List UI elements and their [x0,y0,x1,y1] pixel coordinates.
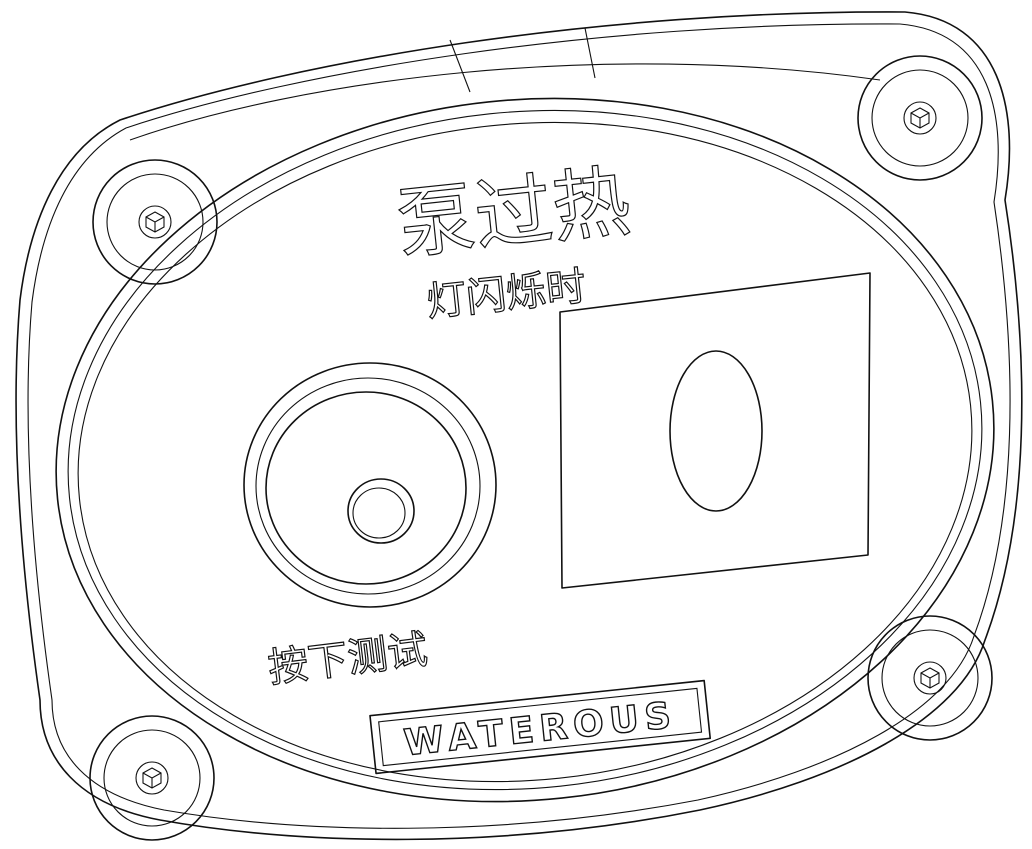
face-oval-ring [67,109,983,791]
indicator-lamp-lens [669,350,763,512]
top-ridge-seam [449,39,471,93]
screw-boss-bottom-right [867,615,993,741]
screw-boss-top-left [92,159,218,285]
press-to-test-label: 按下测试 [266,627,430,692]
test-push-button[interactable] [243,362,497,608]
screw-boss-top-right [857,55,983,181]
top-ridge-seam-2 [584,27,596,79]
screw-boss-bottom-left [89,715,215,841]
faceplate-outer-edge [15,11,1023,841]
top-ridge-line [129,63,881,141]
faceplate-outer-edge-inner [27,23,1011,829]
indicator-lamp-window [559,272,871,589]
face-oval-inner [77,121,973,783]
pump-overheat-label: 泵过热 [393,157,635,271]
light-flashing-label: 灯闪烁时 [424,263,588,325]
face-oval-outer [55,97,995,803]
